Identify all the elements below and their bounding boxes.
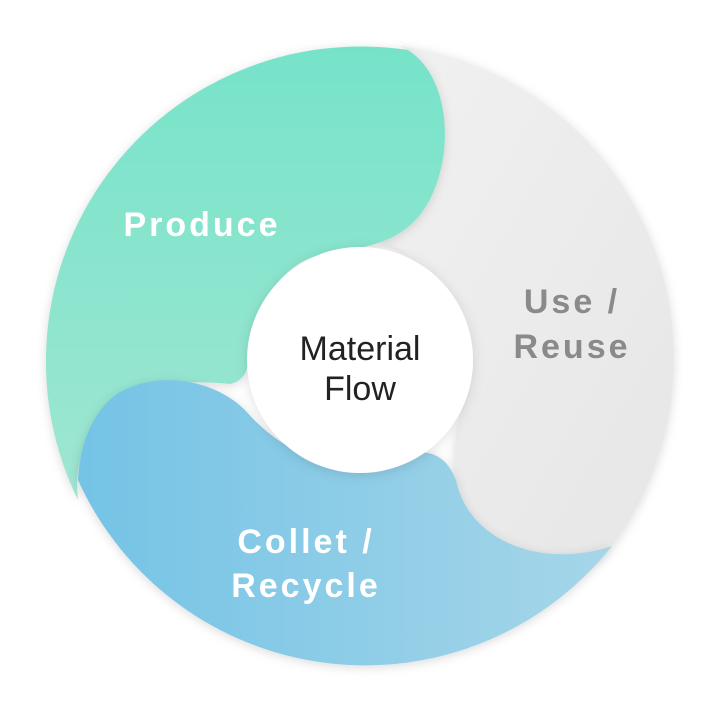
center-title-line1: Material — [300, 330, 421, 368]
label-collect-recycle-line1: Collet / — [237, 523, 374, 561]
label-use-reuse-line1: Use / — [524, 283, 620, 321]
segment-use-reuse — [375, 46, 675, 567]
label-produce: Produce — [123, 206, 280, 244]
segment-collect-recycle — [78, 380, 612, 666]
center-title-line2: Flow — [324, 370, 396, 408]
label-use-reuse-line2: Reuse — [513, 328, 630, 366]
label-collect-recycle-line2: Recycle — [231, 567, 381, 605]
center-circle — [247, 247, 473, 473]
